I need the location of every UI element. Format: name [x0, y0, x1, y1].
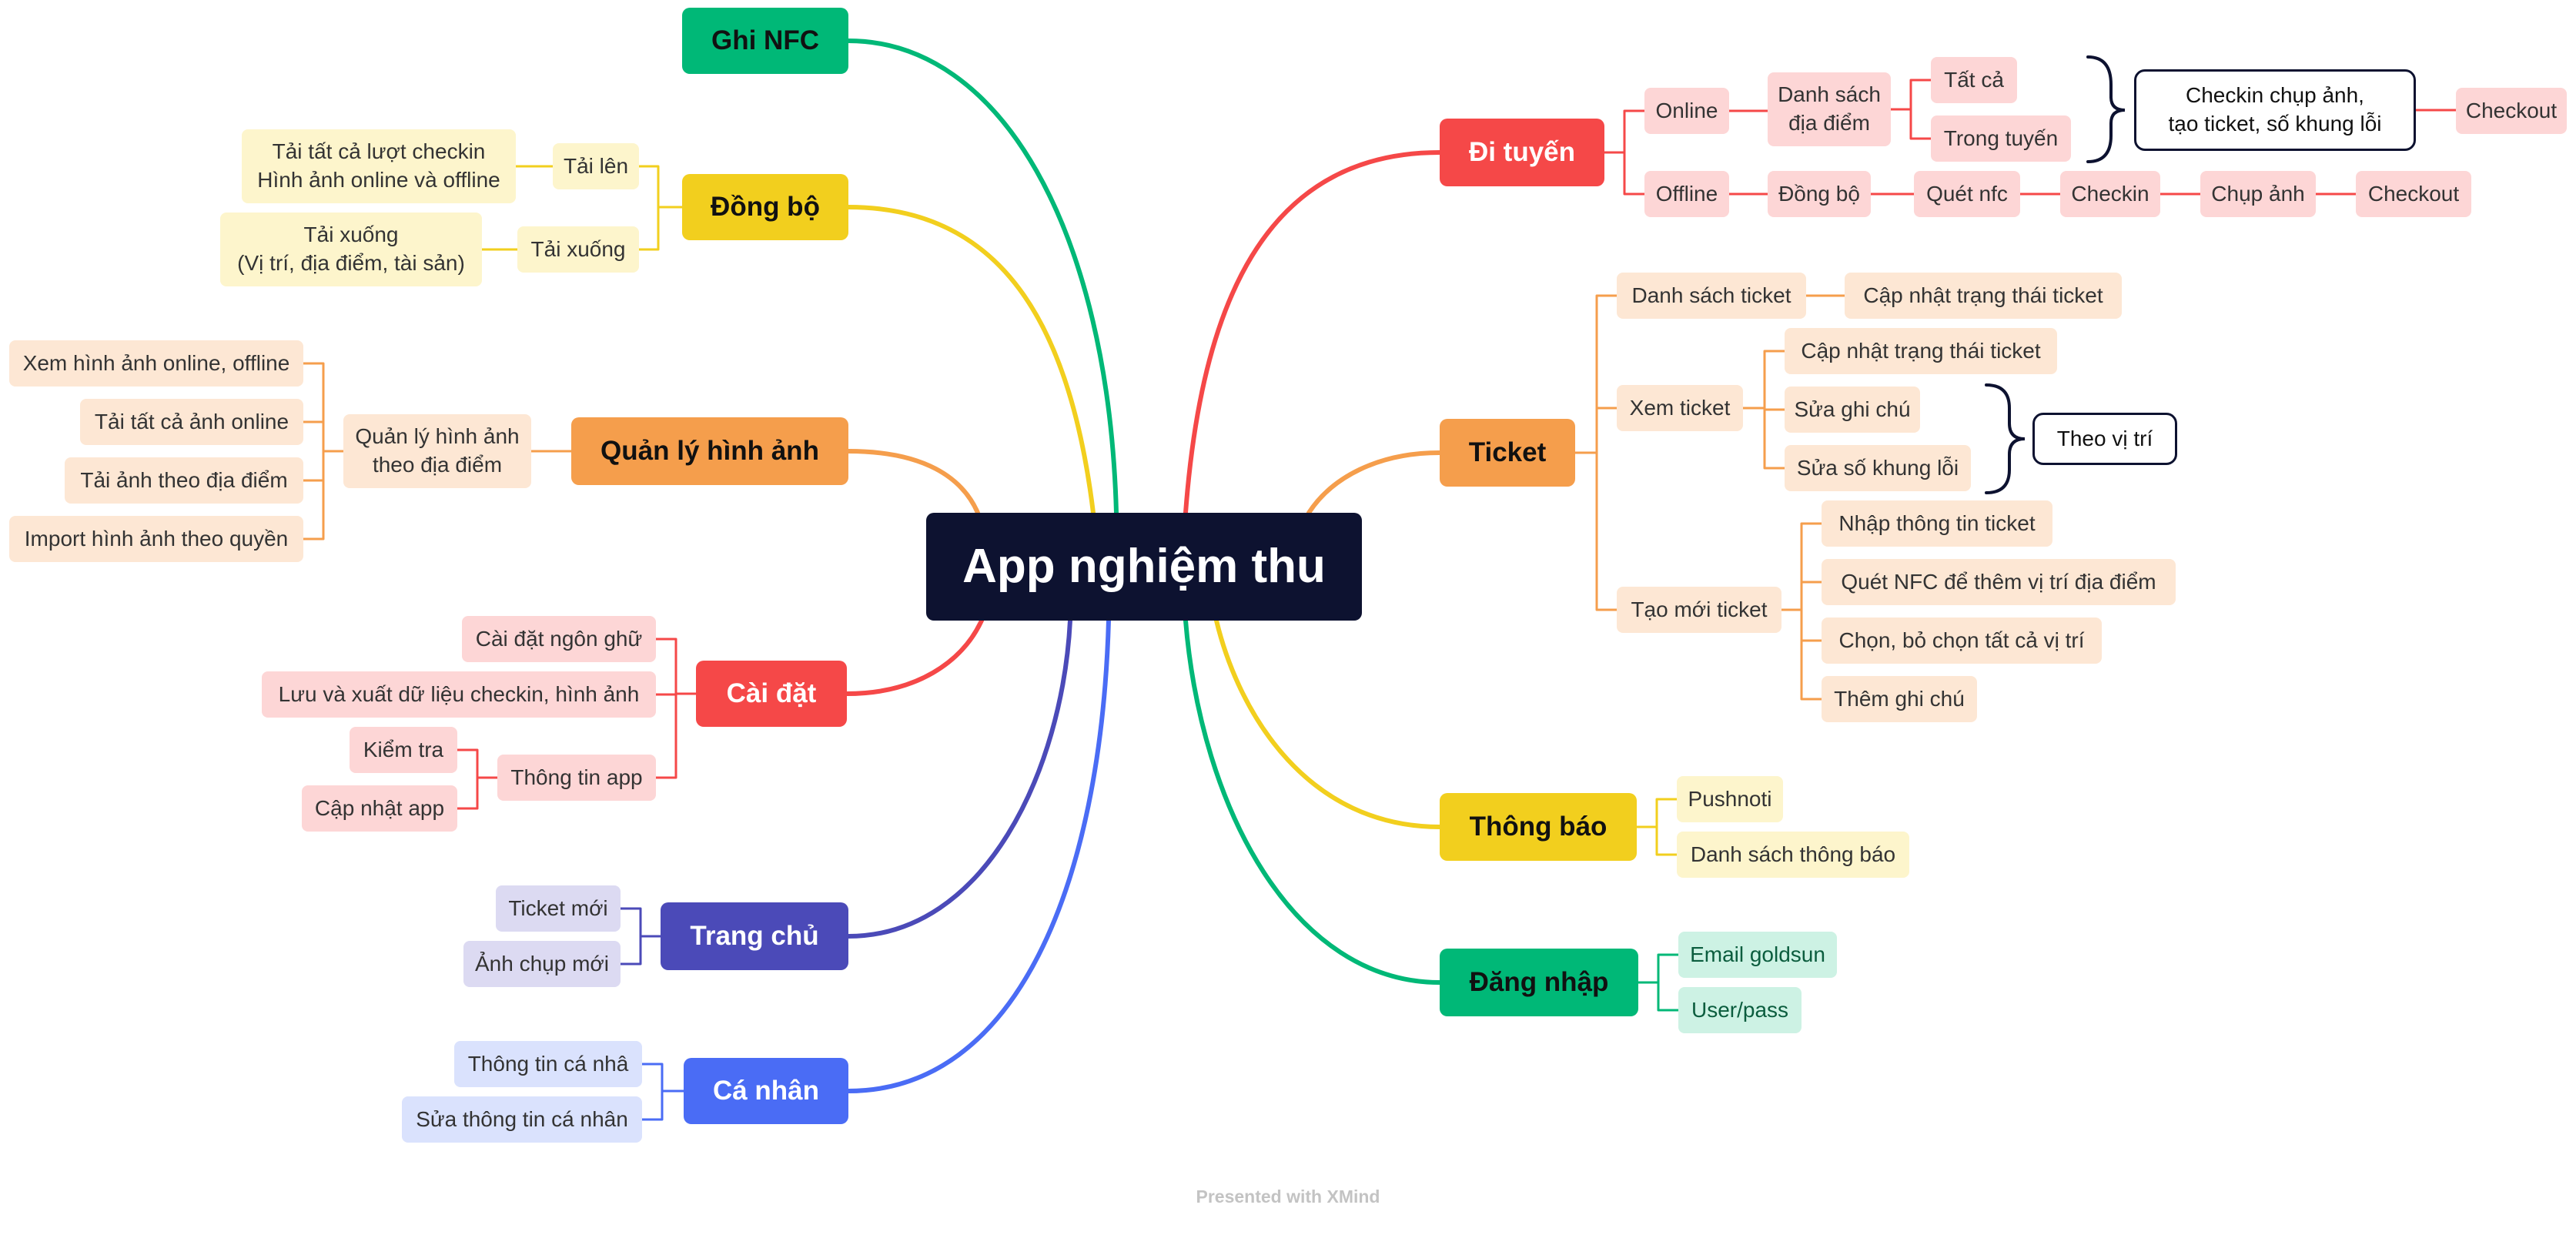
- image-item-4[interactable]: Import hình ảnh theo quyền: [9, 516, 303, 562]
- tao-item-2[interactable]: Quét NFC để thêm vị trí địa điểm: [1822, 559, 2176, 605]
- edge-ca-nhan: [846, 618, 1111, 1093]
- edge-tao-moi-children: [1780, 522, 1823, 701]
- edge-ca-nhan-children: [641, 1063, 685, 1121]
- brace-ticket: [1985, 383, 2026, 494]
- topic-ca-nhan[interactable]: Cá nhân: [684, 1058, 848, 1124]
- tao-item-4[interactable]: Thêm ghi chú: [1822, 676, 1977, 722]
- edge-dong-bo-children: [637, 165, 684, 251]
- topic-ticket[interactable]: Ticket: [1440, 419, 1575, 487]
- subtopic-anh-chup-moi[interactable]: Ảnh chụp mới: [463, 941, 621, 987]
- edge-dang-nhap-children: [1637, 953, 1680, 1012]
- subtopic-dong-bo-offline[interactable]: Đồng bộ: [1768, 171, 1871, 217]
- topic-dang-nhap[interactable]: Đăng nhập: [1440, 949, 1638, 1016]
- subtopic-cap-nhat-app[interactable]: Cập nhật app: [302, 785, 457, 832]
- subtopic-danh-sach-thong-bao[interactable]: Danh sách thông báo: [1677, 832, 1909, 878]
- edge-thong-bao-children: [1635, 798, 1678, 856]
- subtopic-checkout-offline[interactable]: Checkout: [2356, 171, 2471, 217]
- subtopic-tai-len[interactable]: Tải lên: [553, 143, 639, 189]
- edge-trang-chu: [846, 618, 1072, 939]
- edge-quan-ly: [846, 449, 980, 515]
- subtopic-quan-ly-theo-dia-diem[interactable]: Quản lý hình ảnh theo địa điểm: [343, 414, 531, 488]
- topic-cai-dat[interactable]: Cài đặt: [696, 661, 847, 727]
- subtopic-cai-dat-ngon-ngu[interactable]: Cài đặt ngôn ghữ: [462, 616, 656, 662]
- subtopic-tai-xuong[interactable]: Tải xuống: [517, 226, 639, 273]
- topic-trang-chu[interactable]: Trang chủ: [661, 902, 848, 970]
- subtopic-offline[interactable]: Offline: [1644, 171, 1729, 217]
- edge-thong-bao: [1214, 618, 1442, 829]
- edge-cai-dat-children: [654, 638, 698, 779]
- subtopic-chup-anh[interactable]: Chụp ảnh: [2200, 171, 2316, 217]
- footer-presented-with: Presented with XMind: [1196, 1186, 1380, 1207]
- topic-dong-bo[interactable]: Đồng bộ: [682, 174, 848, 240]
- central-topic[interactable]: App nghiệm thu: [926, 513, 1362, 621]
- edge-dang-nhap: [1183, 618, 1442, 985]
- edge-di-tuyen: [1183, 150, 1442, 515]
- subtopic-luu-xuat[interactable]: Lưu và xuất dữ liệu checkin, hình ảnh: [262, 671, 656, 718]
- edge-ticket: [1306, 450, 1442, 515]
- edge-xem-ticket-children: [1741, 350, 1786, 470]
- edge-danh-sach-children: [1889, 79, 1932, 140]
- topic-ghi-nfc[interactable]: Ghi NFC: [682, 8, 848, 74]
- subtopic-email-goldsun[interactable]: Email goldsun: [1678, 932, 1837, 978]
- tao-item-1[interactable]: Nhập thông tin ticket: [1822, 500, 2052, 547]
- subtopic-kiem-tra[interactable]: Kiểm tra: [350, 727, 457, 773]
- subtopic-tat-ca[interactable]: Tất cả: [1931, 57, 2017, 103]
- subtopic-tai-len-detail[interactable]: Tải tất cả lượt checkin Hình ảnh online …: [242, 129, 516, 203]
- subtopic-tao-moi-ticket[interactable]: Tạo mới ticket: [1617, 587, 1781, 633]
- subtopic-trong-tuyen[interactable]: Trong tuyến: [1931, 115, 2071, 162]
- subtopic-cap-nhat-1[interactable]: Cập nhật trạng thái ticket: [1845, 273, 2122, 319]
- subtopic-cap-nhat-2[interactable]: Cập nhật trạng thái ticket: [1785, 328, 2057, 374]
- subtopic-sua-so-khung-loi[interactable]: Sửa số khung lỗi: [1785, 445, 1971, 491]
- summary-checkin[interactable]: Checkin chụp ảnh, tạo ticket, số khung l…: [2134, 69, 2416, 151]
- subtopic-tai-xuong-detail[interactable]: Tải xuống (Vị trí, địa điểm, tài sản): [220, 213, 482, 286]
- subtopic-danh-sach-ticket[interactable]: Danh sách ticket: [1617, 273, 1806, 319]
- edge-cai-dat: [845, 618, 984, 696]
- subtopic-checkin[interactable]: Checkin: [2060, 171, 2160, 217]
- subtopic-ticket-moi[interactable]: Ticket mới: [496, 885, 621, 932]
- subtopic-online[interactable]: Online: [1644, 88, 1729, 134]
- image-item-2[interactable]: Tải tất cả ảnh online: [80, 399, 303, 445]
- edge-ghi-nfc: [846, 38, 1119, 515]
- edge-quan-ly-items: [302, 362, 345, 541]
- subtopic-thong-tin-ca-nhan[interactable]: Thông tin cá nhâ: [454, 1041, 642, 1087]
- brace-di-tuyen: [2086, 55, 2126, 163]
- subtopic-quet-nfc[interactable]: Quét nfc: [1914, 171, 2020, 217]
- topic-di-tuyen[interactable]: Đi tuyến: [1440, 119, 1604, 186]
- subtopic-danh-sach-dia-diem[interactable]: Danh sách địa điểm: [1768, 72, 1891, 146]
- topic-thong-bao[interactable]: Thông báo: [1440, 793, 1637, 861]
- edge-dong-bo: [846, 205, 1096, 515]
- subtopic-xem-ticket[interactable]: Xem ticket: [1617, 385, 1743, 431]
- image-item-3[interactable]: Tải ảnh theo địa điểm: [65, 457, 303, 504]
- topic-quan-ly-hinh-anh[interactable]: Quản lý hình ảnh: [571, 417, 848, 485]
- subtopic-user-pass[interactable]: User/pass: [1678, 987, 1802, 1033]
- edge-ticket-children: [1574, 294, 1618, 611]
- subtopic-pushnoti[interactable]: Pushnoti: [1677, 776, 1783, 822]
- subtopic-sua-ghi-chu[interactable]: Sửa ghi chú: [1785, 387, 1920, 433]
- edge-di-tuyen-children: [1603, 109, 1646, 196]
- summary-theo-vi-tri[interactable]: Theo vị trí: [2032, 413, 2177, 465]
- edge-thong-tin-app-children: [456, 748, 499, 810]
- edge-trang-chu-children: [619, 907, 662, 966]
- subtopic-checkout-online[interactable]: Checkout: [2456, 88, 2567, 134]
- image-item-1[interactable]: Xem hình ảnh online, offline: [9, 340, 303, 387]
- subtopic-thong-tin-app[interactable]: Thông tin app: [497, 755, 656, 801]
- subtopic-sua-thong-tin[interactable]: Sửa thông tin cá nhân: [402, 1096, 642, 1143]
- tao-item-3[interactable]: Chọn, bỏ chọn tất cả vị trí: [1822, 618, 2102, 664]
